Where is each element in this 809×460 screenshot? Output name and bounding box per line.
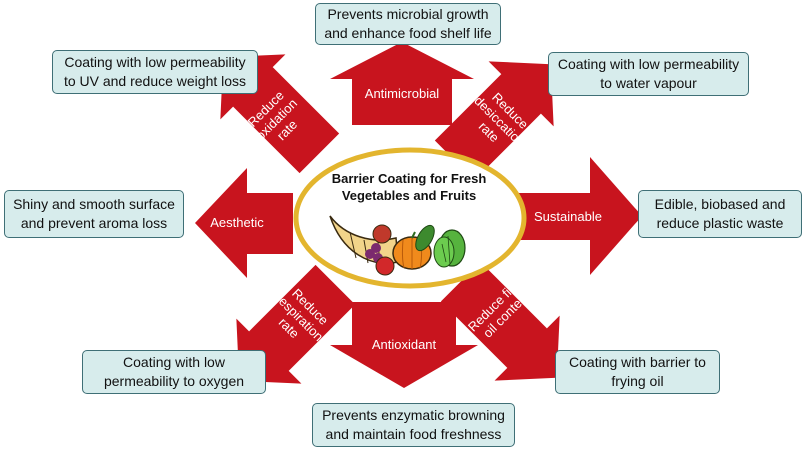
arrow-top [330, 42, 474, 125]
arrow-top-right [434, 61, 554, 181]
box-oil-content: Coating with barrier to frying oil [555, 350, 720, 394]
arrow-bottom [330, 302, 478, 388]
arrow-bottom-left [236, 264, 356, 384]
arrow-label-aesthetic: Aesthetic [210, 214, 264, 230]
arrow-label-antimicrobial: Antimicrobial [364, 85, 440, 101]
box-desiccation: Coating with low permeability to water v… [548, 52, 749, 96]
box-antioxidant: Prevents enzymatic browning and maintain… [312, 403, 515, 447]
arrow-right [516, 157, 642, 275]
box-aesthetic: Shiny and smooth surface and prevent aro… [4, 190, 184, 238]
box-respiration: Coating with low permeability to oxygen [82, 350, 266, 394]
cornucopia-vegetables-icon [329, 215, 466, 276]
box-antimicrobial: Prevents microbial growth and enhance fo… [315, 3, 501, 45]
box-sustainable: Edible, biobased and reduce plastic wast… [638, 190, 802, 238]
arrow-bottom-right [440, 261, 560, 381]
center-title: Barrier Coating for Fresh Vegetables and… [331, 171, 487, 203]
box-oxidation: Coating with low permeability to UV and … [52, 50, 258, 94]
arrow-left [195, 168, 293, 278]
arrow-label-antioxidant: Antioxidant [371, 336, 437, 352]
arrow-label-sustainable: Sustainable [534, 208, 602, 224]
